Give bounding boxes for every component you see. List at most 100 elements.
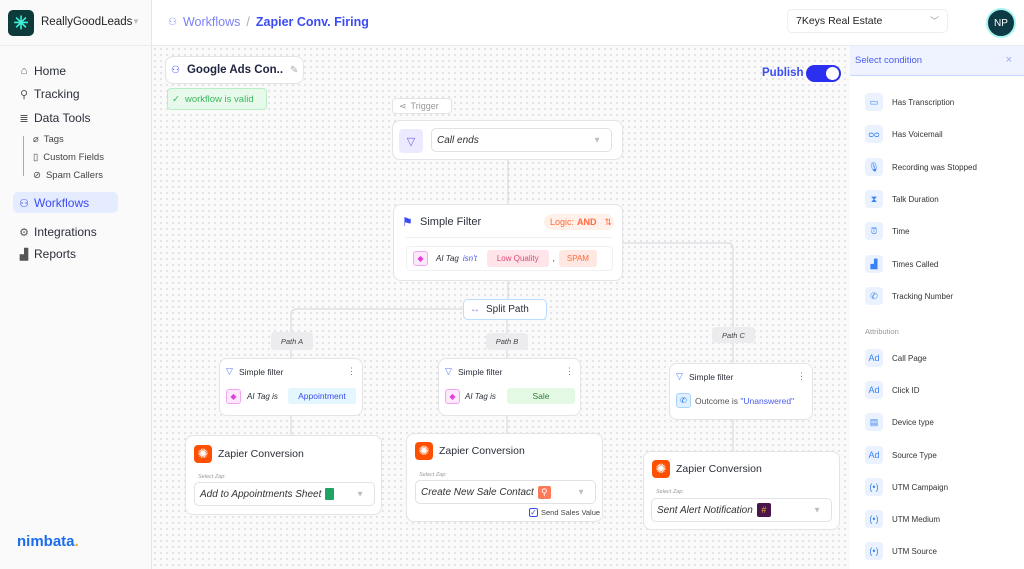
zapier-icon: ✺ bbox=[194, 445, 212, 463]
chevron-down-icon: ﹀ bbox=[929, 16, 939, 26]
avatar[interactable]: NP bbox=[986, 8, 1016, 38]
nav-label: Custom Fields bbox=[43, 152, 104, 163]
zap-title: Zapier Conversion bbox=[218, 448, 304, 460]
tree-line bbox=[23, 136, 24, 176]
nav-label: Tracking bbox=[34, 87, 80, 101]
path-c-filter[interactable]: ▽ Simple filter ⋮ ✆ Outcome is "Unanswer… bbox=[669, 363, 813, 420]
path-b-filter[interactable]: ▽ Simple filter ⋮ ◆ AI Tag is Sale bbox=[438, 358, 581, 416]
logic-toggle[interactable]: Logic:AND⇅ bbox=[544, 214, 614, 230]
caret-down-icon: ▼ bbox=[356, 489, 364, 499]
condition-item[interactable]: 🎙︎Recording was Stopped bbox=[865, 158, 977, 176]
condition-item[interactable]: ⏰︎Time bbox=[865, 222, 909, 240]
filter-title: Simple filter bbox=[458, 367, 503, 377]
zapier-node-b[interactable]: ✺ Zapier Conversion Select Zap: Create N… bbox=[406, 433, 603, 522]
panel-header: Select condition × bbox=[850, 46, 1024, 76]
slack-icon: # bbox=[756, 503, 771, 517]
zapier-node-a[interactable]: ✺ Zapier Conversion Select Zap: Add to A… bbox=[185, 435, 382, 515]
nav-label: Spam Callers bbox=[45, 170, 103, 181]
workflow-canvas[interactable]: ⚇ Google Ads Con.. ✎ ✓workflow is valid … bbox=[152, 46, 850, 569]
tag-icon: ◆ bbox=[445, 389, 460, 404]
sidebar-item-home[interactable]: ⌂ Home bbox=[18, 64, 66, 78]
divider bbox=[406, 237, 612, 238]
zap-select[interactable]: Create New Sale Contact⚲▼ bbox=[415, 480, 596, 504]
checkbox-checked-icon[interactable]: ✓ bbox=[529, 508, 538, 517]
sidebar-item-custom-fields[interactable]: ▯Custom Fields bbox=[33, 152, 104, 163]
nav-label: Integrations bbox=[34, 225, 97, 239]
more-icon[interactable]: ⋮ bbox=[347, 366, 356, 376]
condition-item[interactable]: (•) UTM Medium bbox=[865, 510, 940, 528]
zapier-icon: ✺ bbox=[652, 460, 670, 478]
variable-icon: (•) bbox=[865, 510, 883, 528]
ad-icon: Ad bbox=[865, 349, 883, 367]
item-label: Call Page bbox=[892, 353, 927, 363]
condition-item[interactable]: ⧗Talk Duration bbox=[865, 190, 939, 208]
zap-select[interactable]: Add to Appointments Sheet ▼ bbox=[194, 482, 375, 506]
zap-value: Create New Sale Contact bbox=[421, 486, 534, 498]
sidebar-item-workflows-label[interactable]: ⚇Workflows bbox=[18, 196, 89, 210]
funnel-icon: ▽ bbox=[226, 366, 233, 376]
sidebar-item-workflows[interactable] bbox=[13, 192, 118, 213]
condition-item[interactable]: Ad Call Page bbox=[865, 349, 927, 367]
condition-item[interactable]: ✆Tracking Number bbox=[865, 287, 953, 305]
condition-item[interactable]: ▭Has Transcription bbox=[865, 93, 954, 111]
breadcrumb-workflows[interactable]: Workflows bbox=[182, 15, 241, 29]
caret-down-icon: ▼ bbox=[593, 135, 601, 145]
close-icon[interactable]: × bbox=[1005, 54, 1012, 66]
item-label: UTM Campaign bbox=[892, 482, 949, 492]
path-b-label[interactable]: Path B bbox=[486, 333, 528, 350]
workflow-name-box[interactable]: ⚇ Google Ads Con.. ✎ bbox=[165, 56, 304, 84]
nimbata-logo: nimbata. bbox=[17, 533, 79, 550]
bar-chart-icon: ▟ bbox=[865, 255, 883, 273]
path-c-label[interactable]: Path C bbox=[712, 327, 755, 343]
split-path-node[interactable]: ↔Split Path bbox=[463, 299, 547, 320]
zapier-node-c[interactable]: ✺ Zapier Conversion Select Zap: Sent Ale… bbox=[643, 451, 840, 530]
more-icon[interactable]: ⋮ bbox=[797, 371, 806, 381]
breadcrumb-current: Zapier Conv. Firing bbox=[255, 15, 369, 29]
zap-value: Add to Appointments Sheet bbox=[200, 488, 322, 500]
condition-item[interactable]: (•)UTM Source bbox=[865, 542, 937, 560]
sidebar-item-spam-callers[interactable]: ⊘ Spam Callers bbox=[33, 170, 103, 181]
sidebar-item-tracking[interactable]: ⚲Tracking bbox=[18, 87, 80, 101]
publish-toggle[interactable] bbox=[806, 65, 841, 82]
condition-item[interactable]: ▤Device type bbox=[865, 413, 934, 431]
sidebar-item-integrations[interactable]: ⚙ Integrations bbox=[18, 225, 97, 239]
condition-item[interactable]: ▟Times Called bbox=[865, 255, 938, 273]
item-label: Talk Duration bbox=[892, 194, 939, 204]
item-label: UTM Medium bbox=[892, 514, 941, 524]
more-icon[interactable]: ⋮ bbox=[565, 366, 574, 376]
trigger-node[interactable]: ▽ Call ends▼ bbox=[392, 120, 623, 160]
section-heading: Attribution bbox=[865, 327, 899, 336]
sidebar-item-tags[interactable]: ⌀Tags bbox=[33, 134, 64, 145]
block-icon: ⊘ bbox=[33, 170, 41, 181]
path-a-filter[interactable]: ▽ Simple filter ⋮ ◆ AI Tag is Appointmen… bbox=[219, 358, 363, 416]
breadcrumb-separator: / bbox=[246, 15, 250, 29]
publish-label: Publish bbox=[762, 67, 804, 79]
variable-icon: (•) bbox=[865, 542, 883, 560]
zap-select[interactable]: Sent Alert Notification#▼ bbox=[651, 498, 832, 522]
gear-icon: ⚙ bbox=[19, 226, 29, 239]
send-sales-value-checkbox[interactable]: ✓Send Sales Value bbox=[529, 508, 600, 517]
filter-title: Simple Filter bbox=[420, 216, 482, 228]
sidebar-item-reports[interactable]: ▟Reports bbox=[18, 247, 76, 261]
phone-icon: ✆ bbox=[676, 393, 691, 408]
nav-label: Reports bbox=[34, 247, 77, 261]
alarm-icon: ⏰︎ bbox=[865, 222, 883, 240]
home-icon: ⌂ bbox=[20, 65, 28, 77]
company-select[interactable]: 7Keys Real Estate ﹀ bbox=[787, 9, 948, 33]
org-switcher[interactable]: ✳ ReallyGoodLeads ▼ bbox=[0, 0, 152, 46]
nav-label: Workflows bbox=[34, 196, 90, 210]
nav-label: Home bbox=[34, 64, 67, 78]
pencil-icon[interactable]: ✎ bbox=[290, 64, 299, 76]
nav-label: Data Tools bbox=[34, 111, 91, 125]
breadcrumb: ⚇ Workflows / Zapier Conv. Firing bbox=[168, 15, 369, 29]
condition-item[interactable]: (•)UTM Campaign bbox=[865, 478, 948, 496]
trigger-label: ⋖Trigger bbox=[392, 98, 452, 114]
path-a-label[interactable]: Path A bbox=[271, 332, 313, 350]
trigger-event-select[interactable]: Call ends▼ bbox=[431, 128, 612, 152]
sidebar-item-data-tools[interactable]: ≣Data Tools bbox=[18, 111, 90, 125]
